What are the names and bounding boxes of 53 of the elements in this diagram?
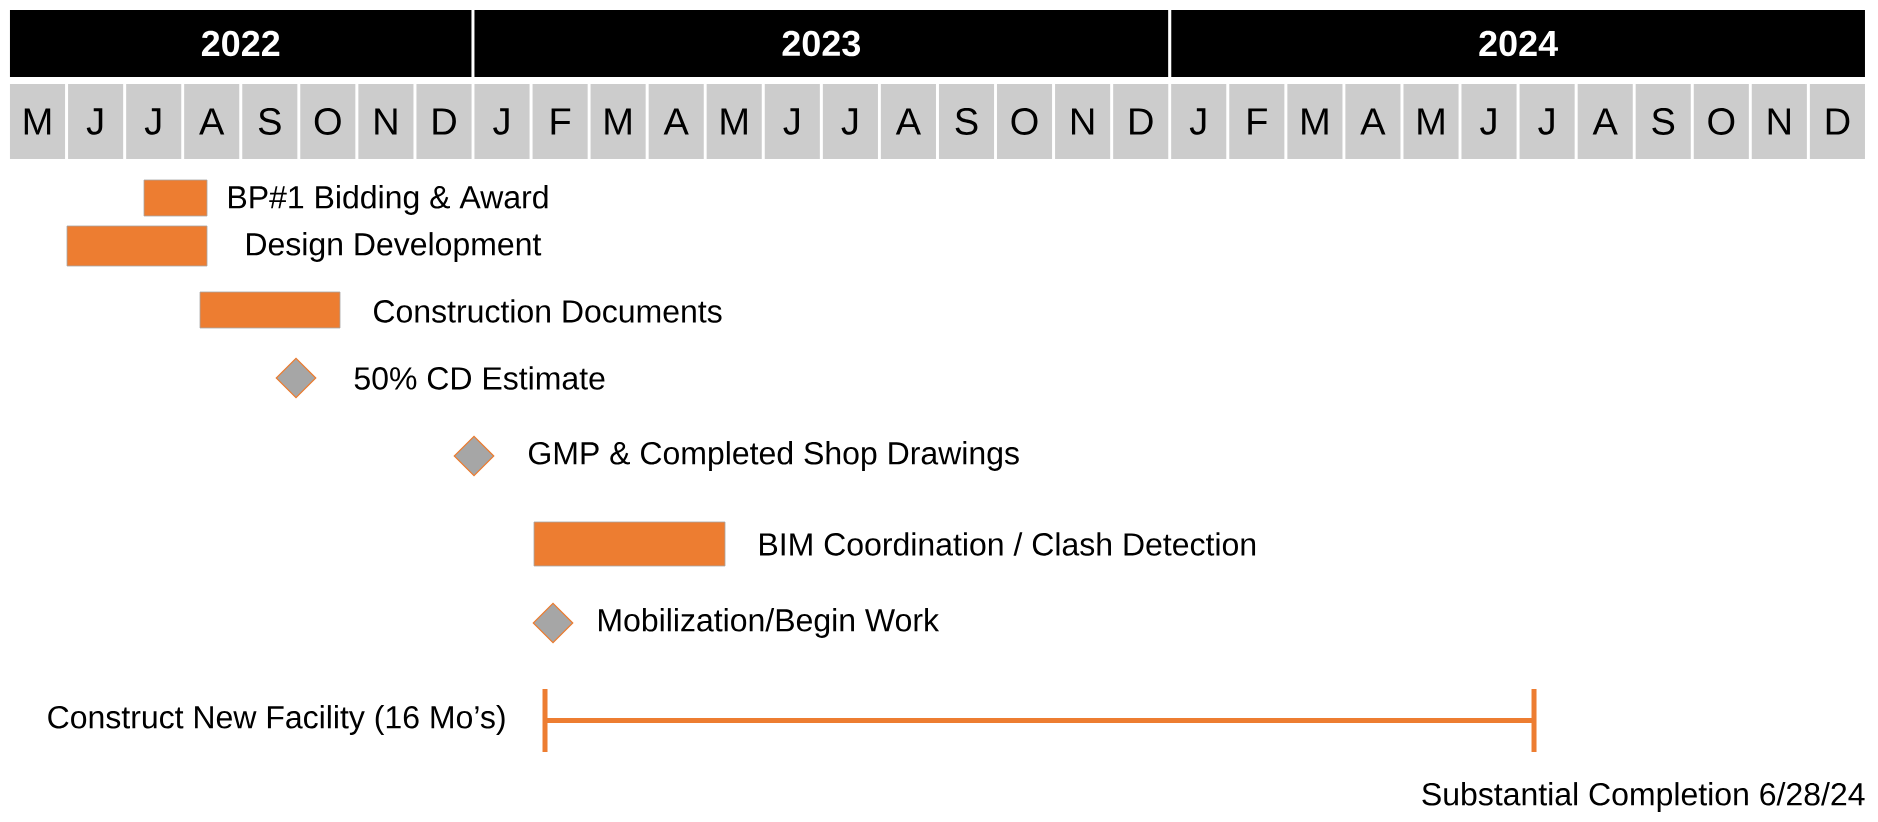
month-cell: O xyxy=(996,84,1053,159)
month-cell: D xyxy=(1809,84,1865,159)
month-cell: N xyxy=(1055,84,1111,159)
month-cell: J xyxy=(1519,84,1575,159)
month-cell: A xyxy=(184,84,240,159)
month-cell: M xyxy=(9,84,66,159)
month-cell: J xyxy=(1171,84,1227,159)
task-label: GMP & Completed Shop Drawings xyxy=(529,441,1019,471)
month-cell: N xyxy=(1751,84,1807,159)
year-header: 2022 xyxy=(9,10,472,77)
node-label: A xyxy=(895,108,921,135)
task-label: BIM Coordination / Clash Detection xyxy=(760,532,1256,556)
month-cell: A xyxy=(648,84,704,159)
month-cell: O xyxy=(1693,84,1749,159)
month-cell: M xyxy=(706,84,762,159)
month-cell: A xyxy=(1577,84,1633,159)
month-cell: F xyxy=(1229,84,1285,159)
milestone-diamond xyxy=(453,435,495,477)
milestone-diamond xyxy=(275,357,317,399)
task-bar xyxy=(533,521,726,567)
month-cell: A xyxy=(880,84,936,159)
month-cell: S xyxy=(1635,84,1691,159)
task-bar xyxy=(199,291,341,329)
task-bar xyxy=(143,179,208,217)
task-label: BP#1 Bidding & Award xyxy=(229,185,548,215)
month-cell: S xyxy=(242,84,298,159)
month-cell: O xyxy=(300,84,356,159)
milestone-label: Substantial Completion 6/28/24 xyxy=(1422,782,1865,812)
month-cell: J xyxy=(1461,84,1517,159)
duration-bar xyxy=(542,686,1537,755)
month-cell: S xyxy=(938,84,995,159)
milestone-diamond xyxy=(532,602,574,644)
month-cell: J xyxy=(68,84,124,159)
year-header: 2024 xyxy=(1171,10,1865,77)
year-header: 2023 xyxy=(474,10,1169,77)
task-label: Construction Documents xyxy=(374,299,722,323)
month-cell: D xyxy=(416,84,472,159)
task-label: Construct New Facility (16 Mo’s) xyxy=(48,705,505,735)
task-bar xyxy=(66,225,208,267)
month-cell: N xyxy=(358,84,414,159)
month-cell: J xyxy=(822,84,878,159)
month-cell: F xyxy=(532,84,588,159)
task-label: Design Development xyxy=(247,232,542,262)
month-cell: D xyxy=(1113,84,1169,159)
task-label: Mobilization/Begin Work xyxy=(599,608,940,638)
month-cell: J xyxy=(764,84,820,159)
month-cell: J xyxy=(474,84,530,159)
month-cell: A xyxy=(1345,84,1401,159)
month-cell: M xyxy=(1287,84,1343,159)
month-cell: J xyxy=(126,84,182,159)
month-cell: M xyxy=(590,84,646,159)
task-label: 50% CD Estimate xyxy=(354,366,605,390)
month-cell: M xyxy=(1403,84,1459,159)
